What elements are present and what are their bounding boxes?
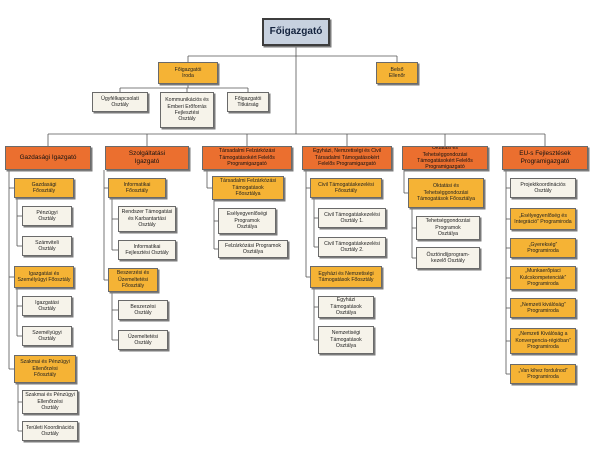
church-director-label: Egyházi, Nemzetiségi és Civil Társadalmi… (312, 148, 382, 168)
customer-relations-box: Ügyfélkapcsolati Osztály (92, 92, 148, 112)
operations-unit-label: Üzemeltetési Osztály (128, 333, 158, 346)
it-department-box: Informatikai Főosztály (108, 178, 166, 198)
it-development-unit-box: Informatikai Fejlesztési Osztály (118, 240, 176, 260)
procurement-unit-box: Beszerzési Osztály (118, 300, 168, 320)
education-department-box: Oktatási és Tehetséggondozási Támogatáso… (408, 178, 484, 208)
procurement-department-label: Beszerzési és Üzemeltetési Főosztály (116, 270, 150, 290)
personnel-unit-label: Személyügyi Osztály (32, 329, 62, 342)
territorial-unit-box: Területi Koordinációs Osztály (22, 421, 78, 441)
accounting-unit-label: Számviteli Osztály (35, 239, 59, 252)
equal-opportunity-unit-label: Esélyegyenlőségi Programok Osztálya (226, 211, 268, 231)
finance-unit-box: Pénzügyi Osztály (22, 206, 72, 226)
church-unit-box: Egyházi Támogatások Osztálya (318, 296, 374, 318)
civil-unit-2-box: Civil Támogatáskezelési Osztály 2. (318, 237, 386, 257)
catch-up-unit-label: Felzárkózási Programok Osztálya (225, 242, 281, 255)
church-department-box: Egyházi és Nemzetiségi Támogatások Főosz… (310, 266, 382, 288)
equality-office-box: „Esélyegyenlőség és Integráció” Programi… (510, 208, 576, 230)
equal-opportunity-unit-box: Esélyegyenlőségi Programok Osztálya (218, 208, 276, 234)
eu-director-label: EU-s Fejlesztések Programigazgató (519, 150, 571, 165)
civil-unit-1-box: Civil Támogatáskezelési Osztály 1. (318, 208, 386, 228)
top-director-title: Főigazgató (269, 25, 323, 37)
secretariat-label: Főigazgatói Titkárság (234, 95, 262, 108)
equality-office-label: „Esélyegyenlőség és Integráció” Programi… (514, 212, 572, 225)
labour-market-office-box: „Munkaerőpiaci Kulcskompetenciák” Progra… (510, 266, 576, 290)
it-department-label: Informatikai Főosztály (123, 181, 151, 194)
childhood-office-box: „Gyerekség” Programiroda (510, 238, 576, 258)
procurement-unit-label: Beszerzési Osztály (130, 303, 156, 316)
church-department-label: Egyházi és Nemzetiségi Támogatások Főosz… (318, 270, 374, 283)
education-director-box: Oktatási és Tehetséggondozási Támogatáso… (402, 146, 488, 170)
social-department-box: Társadalmi Felzárkózási Támogatások Főos… (212, 176, 284, 200)
administration-unit-label: Igazgatási Osztály (35, 299, 59, 312)
administration-unit-box: Igazgatási Osztály (22, 296, 72, 316)
economic-department-box: Gazdasági Főosztály (14, 178, 74, 198)
nationality-unit-box: Nemzetiségi Támogatások Osztálya (318, 326, 374, 354)
helpline-office-label: „Van kihez fordulnod” Programiroda (518, 367, 568, 380)
helpline-office-box: „Van kihez fordulnod” Programiroda (510, 364, 576, 384)
social-director-label: Társadalmi Felzárkózási Támogatásokért F… (218, 148, 276, 168)
education-department-label: Oktatási és Tehetséggondozási Támogatáso… (417, 183, 475, 203)
internal-auditor-box: Belső Ellenőr (376, 62, 418, 84)
civil-department-label: Civil Támogatáskezelési Főosztály (318, 181, 374, 194)
convergence-office-box: „Nemzeti Kiválóság a Konvergencia-régiób… (510, 328, 576, 354)
project-coordination-label: Projektkoordinációs Osztály (520, 181, 566, 194)
hr-department-box: Igazgatási és Személyügyi Főosztály (14, 266, 74, 288)
church-unit-label: Egyházi Támogatások Osztálya (330, 297, 362, 317)
talent-unit-box: Tehetséggondozási Programok Osztálya (416, 216, 480, 240)
procurement-department-box: Beszerzési és Üzemeltetési Főosztály (108, 268, 158, 292)
civil-department-box: Civil Támogatáskezelési Főosztály (310, 178, 382, 198)
top-director-box: Főigazgató (262, 18, 330, 46)
customer-relations-label: Ügyfélkapcsolati Osztály (101, 95, 139, 108)
service-director-label: Szolgáltatási Igazgató (128, 150, 166, 165)
system-support-unit-label: Rendszer Támogatási és Karbantartási Osz… (121, 209, 173, 229)
audit-unit-box: Szakmai és Pénzügyi Ellenőrzési Osztály (22, 390, 78, 414)
childhood-office-label: „Gyerekség” Programiroda (527, 241, 559, 254)
hr-department-label: Igazgatási és Személyügyi Főosztály (17, 270, 71, 283)
communications-box: Kommunikációs és Emberi Erőforrás Fejles… (160, 92, 214, 128)
personnel-unit-box: Személyügyi Osztály (22, 326, 72, 346)
social-director-box: Társadalmi Felzárkózási Támogatásokért F… (202, 146, 292, 170)
national-excellence-office-label: „Nemzeti kiválóság” Programiroda (520, 301, 566, 314)
territorial-unit-label: Területi Koordinációs Osztály (25, 424, 75, 437)
civil-unit-1-label: Civil Támogatáskezelési Osztály 1. (324, 211, 380, 224)
economic-director-label: Gazdasági Igazgató (19, 154, 77, 162)
audit-department-label: Szakmai és Pénzügyi Ellenőrzési Főosztál… (20, 359, 70, 379)
director-office-label: Főigazgatói Iroda (174, 66, 202, 79)
internal-auditor-label: Belső Ellenőr (388, 66, 406, 79)
national-excellence-office-box: „Nemzeti kiválóság” Programiroda (510, 298, 576, 318)
finance-unit-label: Pénzügyi Osztály (36, 209, 58, 222)
audit-department-box: Szakmai és Pénzügyi Ellenőrzési Főosztál… (14, 355, 76, 383)
church-director-box: Egyházi, Nemzetiségi és Civil Társadalmi… (302, 146, 392, 170)
accounting-unit-box: Számviteli Osztály (22, 236, 72, 256)
project-coordination-box: Projektkoordinációs Osztály (510, 178, 576, 198)
civil-unit-2-label: Civil Támogatáskezelési Osztály 2. (324, 240, 380, 253)
operations-unit-box: Üzemeltetési Osztály (118, 330, 168, 350)
service-director-box: Szolgáltatási Igazgató (105, 146, 189, 170)
catch-up-unit-box: Felzárkózási Programok Osztálya (218, 240, 288, 258)
labour-market-office-label: „Munkaerőpiaci Kulcskompetenciák” Progra… (519, 268, 567, 288)
economic-department-label: Gazdasági Főosztály (31, 181, 57, 194)
it-development-unit-label: Informatikai Fejlesztési Osztály (125, 243, 169, 256)
scholarship-unit-box: Ösztöndíjprogram- kezelő Osztály (416, 247, 480, 269)
audit-unit-label: Szakmai és Pénzügyi Ellenőrzési Osztály (25, 392, 75, 412)
director-office-box: Főigazgatói Iroda (158, 62, 218, 84)
convergence-office-label: „Nemzeti Kiválóság a Konvergencia-régiób… (515, 331, 571, 351)
eu-director-box: EU-s Fejlesztések Programigazgató (502, 146, 588, 170)
system-support-unit-box: Rendszer Támogatási és Karbantartási Osz… (118, 206, 176, 232)
nationality-unit-label: Nemzetiségi Támogatások Osztálya (330, 330, 362, 350)
secretariat-box: Főigazgatói Titkárság (227, 92, 269, 112)
talent-unit-label: Tehetséggondozási Programok Osztálya (425, 218, 471, 238)
education-director-label: Oktatási és Tehetséggondozási Támogatáso… (417, 146, 473, 170)
social-department-label: Társadalmi Felzárkózási Támogatások Főos… (219, 178, 277, 198)
communications-label: Kommunikációs és Emberi Erőforrás Fejles… (165, 97, 209, 123)
scholarship-unit-label: Ösztöndíjprogram- kezelő Osztály (426, 251, 470, 264)
economic-director-box: Gazdasági Igazgató (5, 146, 91, 170)
